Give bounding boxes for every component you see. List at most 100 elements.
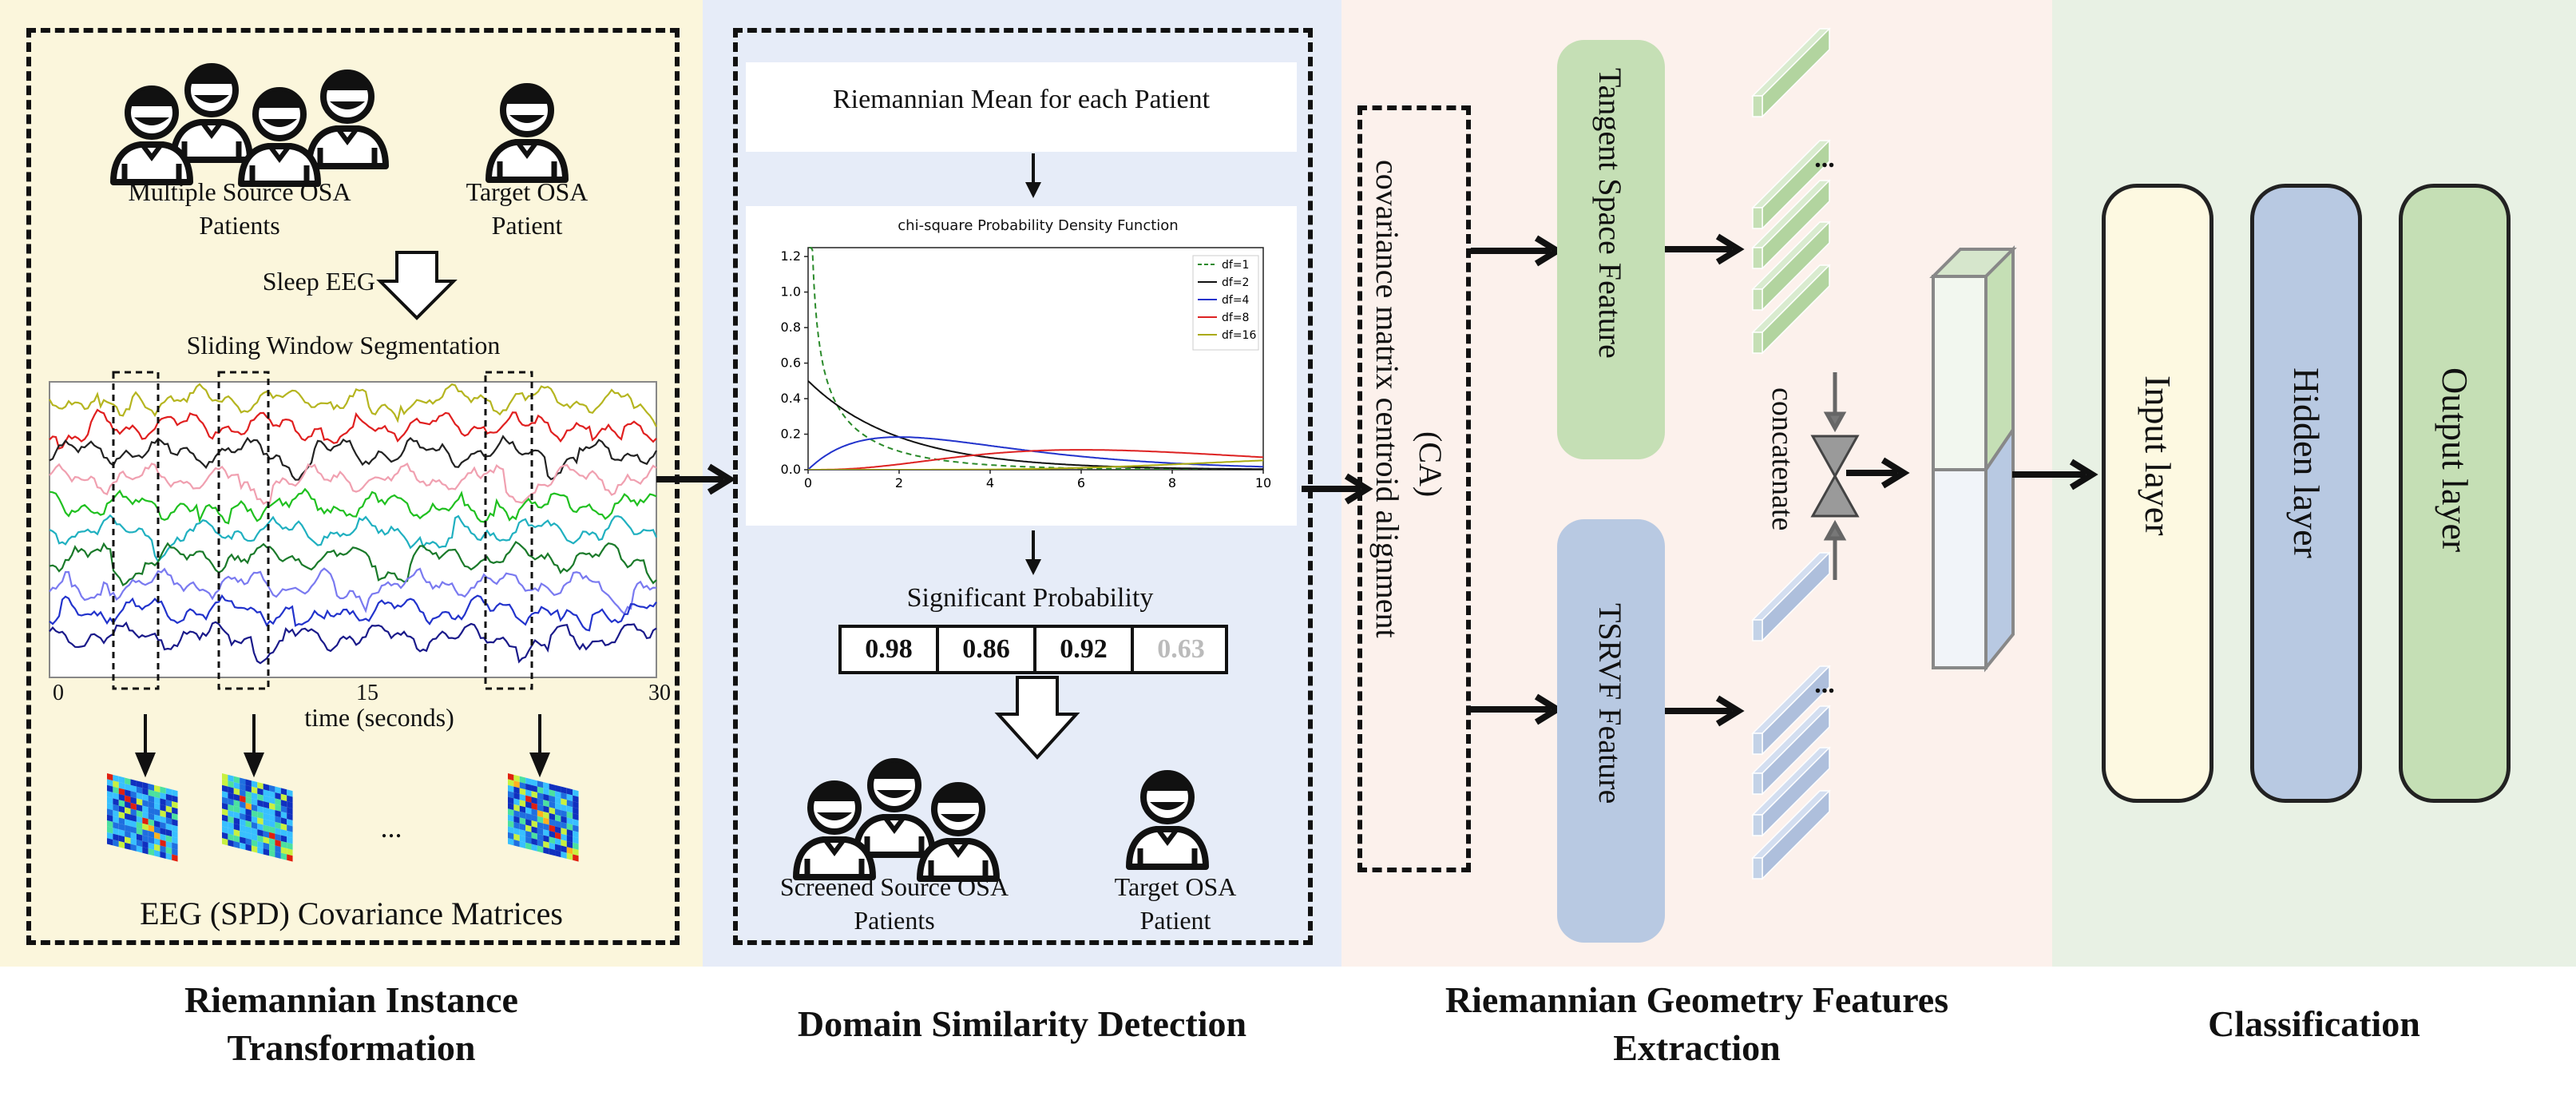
matrix-cell	[148, 795, 155, 803]
panel1-dashed-box	[26, 28, 680, 945]
matrix-cell	[172, 795, 178, 803]
matrix-cell	[245, 791, 252, 799]
matrix-cell	[148, 807, 155, 815]
matrix-cell	[280, 817, 287, 825]
matrix-cell	[222, 784, 228, 792]
matrix-cell	[222, 796, 228, 804]
matrix-cell	[240, 789, 246, 797]
segment-window-1	[112, 371, 160, 690]
matrix-cell	[154, 820, 161, 828]
x-tick-label: 0	[804, 475, 812, 490]
matrix-cell	[513, 816, 520, 824]
matrix-cell	[263, 848, 270, 856]
matrix-cell	[165, 788, 172, 796]
footer-classification: Classification	[2208, 1003, 2420, 1044]
matrix-cell	[222, 832, 228, 840]
eeg-trace-9	[49, 594, 657, 632]
matrix-cell	[130, 838, 137, 846]
matrix-cell	[531, 826, 537, 834]
matrix-cell	[240, 819, 246, 827]
matrix-cell	[240, 807, 246, 815]
matrix-cell	[125, 824, 131, 832]
riemannian-mean-box	[746, 62, 1297, 152]
matrix-cell	[561, 833, 567, 841]
matrix-cell	[165, 823, 172, 831]
eeg-trace-4	[49, 462, 657, 506]
eeg-tick-15: 15	[356, 681, 378, 705]
screened-patients-icon	[779, 739, 1010, 867]
matrix-cell	[160, 792, 166, 800]
matrix-cell	[555, 814, 561, 822]
matrix-cell	[142, 788, 149, 796]
matrix-cell	[566, 811, 573, 820]
matrix-cell	[519, 835, 526, 843]
matrix-cell	[251, 840, 258, 848]
matrix-cell	[222, 779, 228, 787]
matrix-cell	[130, 779, 137, 787]
matrix-cell	[113, 792, 119, 800]
matrix-cell	[125, 842, 131, 850]
matrix-cell	[269, 849, 275, 858]
matrix-cell	[519, 811, 526, 820]
target-2-label-2: Patient	[1139, 906, 1211, 935]
segment-arrows	[135, 714, 550, 778]
series-line-df2	[808, 380, 1263, 470]
matrix-cell	[508, 773, 514, 781]
matrix-cell	[142, 811, 149, 820]
matrix-cell	[555, 784, 561, 792]
matrix-cell	[245, 844, 252, 852]
matrix-cell	[125, 812, 131, 821]
matrix-cell	[531, 808, 537, 816]
matrix-cell	[549, 783, 556, 792]
matrix-cell	[257, 835, 264, 843]
matrix-cell	[263, 812, 270, 821]
legend-label: df=1	[1222, 259, 1249, 272]
matrix-cell	[160, 833, 166, 841]
series-line-df16	[808, 459, 1263, 470]
matrix-cell	[228, 786, 234, 794]
matrix-cell	[154, 844, 161, 852]
matrix-cell	[113, 798, 119, 806]
matrix-cell	[513, 792, 520, 800]
matrix-cell	[519, 793, 526, 802]
matrix-cell	[280, 805, 287, 813]
input-layer-box	[2102, 184, 2213, 803]
matrix-cell	[107, 814, 113, 822]
matrix-cell	[513, 780, 520, 788]
eeg-frame	[49, 381, 657, 678]
matrix-cell	[245, 808, 252, 816]
matrix-cell	[508, 838, 514, 846]
footer-domain-similarity: Domain Similarity Detection	[797, 1003, 1247, 1044]
matrix-cell	[543, 793, 549, 802]
matrix-cell	[113, 810, 119, 818]
matrix-cell	[508, 784, 514, 792]
matrix-cell	[573, 854, 579, 862]
footer-features-1: Riemannian Geometry Features	[1445, 979, 1949, 1020]
eeg-tick-30: 30	[648, 681, 671, 705]
matrix-cell	[573, 801, 579, 809]
matrix-cell	[251, 798, 258, 806]
matrix-cell	[280, 788, 287, 796]
matrix-cell	[165, 835, 172, 843]
matrix-cell	[525, 789, 532, 797]
matrix-cell	[107, 838, 113, 846]
legend-label: df=8	[1222, 312, 1249, 324]
matrix-cell	[113, 828, 119, 836]
matrix-cell	[142, 823, 149, 831]
matrix-cell	[142, 793, 149, 802]
matrix-cell	[561, 798, 567, 806]
matrix-cell	[531, 844, 537, 852]
matrix-cell	[233, 793, 240, 802]
matrix-cell	[165, 840, 172, 849]
matrix-cell	[172, 824, 178, 832]
matrix-cell	[513, 786, 520, 794]
matrix-cell	[233, 788, 240, 796]
matrix-cell	[245, 802, 252, 811]
matrix-cell	[287, 819, 293, 827]
matrix-cell	[118, 805, 125, 813]
y-tick-label: 1.0	[781, 284, 801, 300]
matrix-cell	[561, 804, 567, 812]
matrix-cell	[561, 786, 567, 794]
x-tick-label: 10	[1255, 475, 1271, 490]
matrix-cell	[519, 829, 526, 837]
